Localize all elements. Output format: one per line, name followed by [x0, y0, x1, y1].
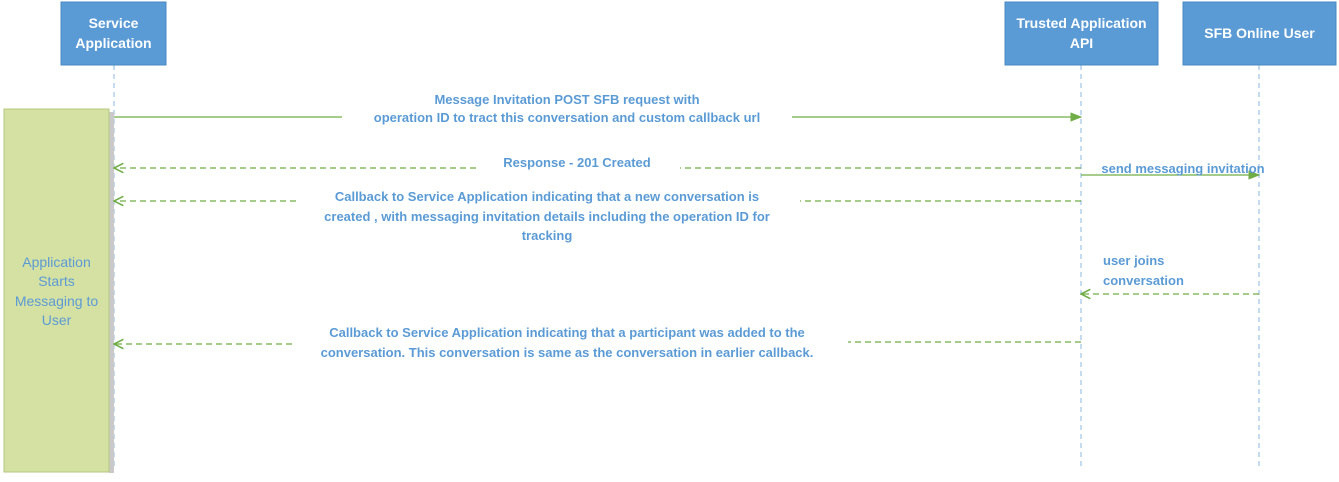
actor-label-line-2: Application: [75, 35, 151, 51]
actor-service-application: Service Application: [60, 1, 167, 66]
message-response-201: Response - 201 Created: [114, 155, 1081, 170]
message-user-joins: user joins conversation: [1081, 253, 1259, 294]
activation-label-line-1: Application: [22, 254, 91, 270]
message-label-line-3: tracking: [522, 228, 573, 243]
message-send-invitation: send messaging invitation: [1081, 161, 1265, 180]
actor-trusted-application-api: Trusted Application API: [1004, 1, 1159, 66]
message-label-line-1: Message Invitation POST SFB request with: [434, 92, 699, 107]
message-callback-new-conversation: Callback to Service Application indicati…: [114, 189, 1081, 243]
message-label-line-2: operation ID to tract this conversation …: [374, 110, 760, 125]
message-label-line-2: conversation: [1103, 273, 1184, 288]
actor-sfb-online-user: SFB Online User: [1182, 1, 1337, 66]
activation-bar: Application Starts Messaging to User: [3, 108, 114, 473]
actor-label-line-2: API: [1070, 35, 1093, 51]
actor-label-line-1: Service: [89, 15, 139, 31]
activation-label-line-4: User: [42, 312, 72, 328]
actor-label-line-1: Trusted Application: [1016, 15, 1146, 31]
message-callback-participant-added: Callback to Service Application indicati…: [114, 325, 1081, 360]
message-label-line-1: Callback to Service Application indicati…: [329, 325, 805, 340]
message-post-request: Message Invitation POST SFB request with…: [114, 92, 1083, 125]
message-label-line-2: conversation. This conversation is same …: [321, 345, 814, 360]
activation-label-line-3: Messaging to: [15, 293, 98, 309]
message-label-line-1: user joins: [1103, 253, 1164, 268]
actor-label-line-1: SFB Online User: [1204, 25, 1315, 41]
message-label-line-1: Response - 201 Created: [503, 155, 650, 170]
message-label-line-2: created , with messaging invitation deta…: [324, 209, 770, 224]
message-label-line-1: Callback to Service Application indicati…: [335, 189, 759, 204]
message-label-line-1: send messaging invitation: [1101, 161, 1264, 176]
activation-label-line-2: Starts: [38, 273, 75, 289]
